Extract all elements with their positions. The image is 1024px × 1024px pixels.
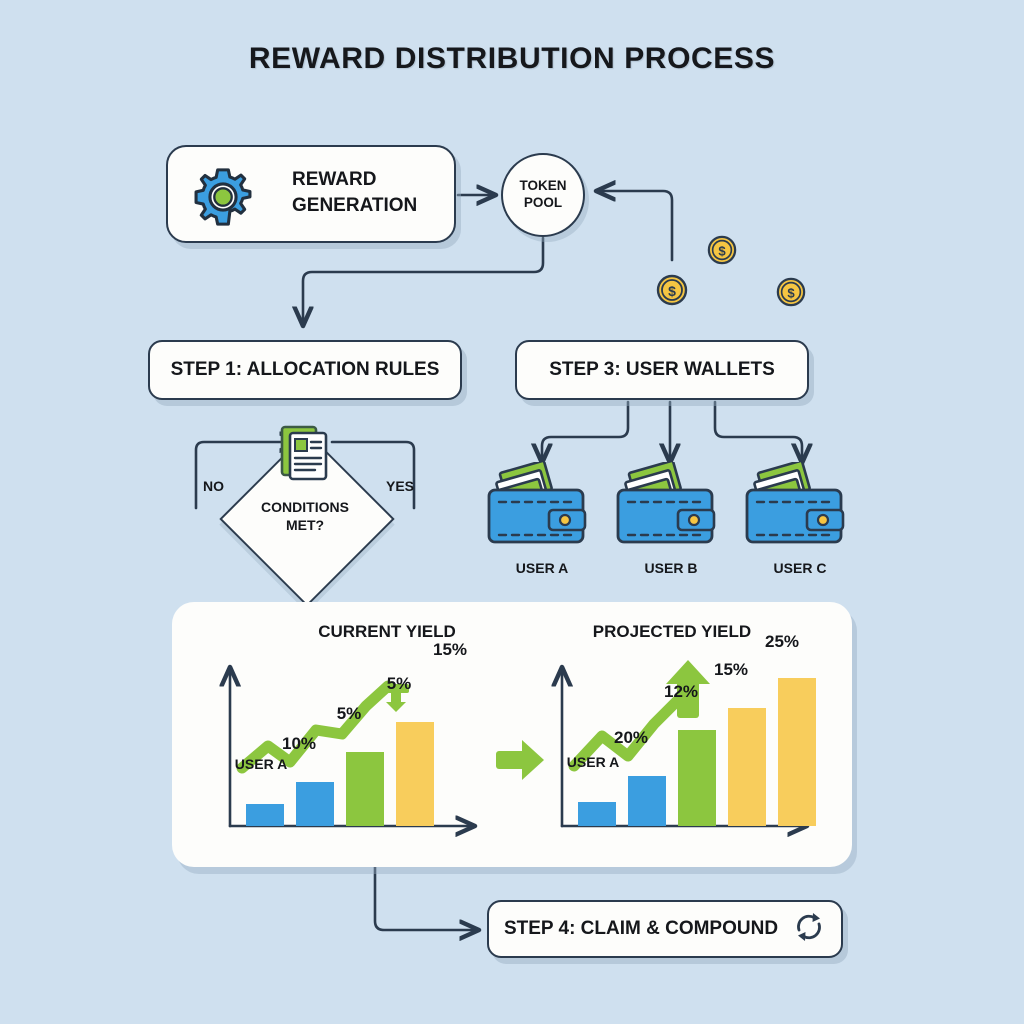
- page-title: REWARD DISTRIBUTION PROCESS: [248, 42, 776, 75]
- reward-generation-label-line2: GENERATION: [292, 194, 418, 216]
- document-icon: [279, 424, 331, 487]
- step3-user-wallets-node[interactable]: STEP 3: USER WALLETS: [515, 340, 809, 400]
- wallet-user-a-icon: [487, 459, 597, 559]
- bar-current-2: [296, 782, 334, 826]
- chart-left-axes-and-trend: [212, 650, 502, 840]
- step4-label: STEP 4: CLAIM & COMPOUND: [503, 918, 779, 939]
- bar-current-4: [396, 722, 434, 826]
- bar-label-projected-2: 20%: [613, 728, 649, 747]
- bar-label-projected-4: 15%: [713, 660, 749, 679]
- reward-generation-label-line1: REWARD: [292, 169, 377, 190]
- bar-label-current-3: 5%: [336, 704, 362, 723]
- step1-allocation-rules-node[interactable]: STEP 1: ALLOCATION RULES: [148, 340, 462, 400]
- reward-generation-node[interactable]: REWARD GENERATION: [166, 145, 456, 243]
- bar-projected-3: [678, 730, 716, 826]
- chart-projected-yield: USER A 20% 12% 15% 25%: [544, 632, 834, 840]
- reward-generation-label: REWARD GENERATION: [292, 167, 417, 218]
- bar-label-projected-1: USER A: [566, 754, 620, 770]
- bar-current-1: [246, 804, 284, 826]
- decision-label-line2: MET?: [285, 517, 325, 534]
- wallet-user-c-icon: [745, 459, 855, 559]
- bar-label-projected-3: 12%: [663, 682, 699, 701]
- wallet-caption-user-c: USER C: [773, 560, 827, 576]
- coin-3-icon: $: [776, 277, 806, 312]
- bar-label-current-4: 5%: [386, 674, 412, 693]
- refresh-cycle-icon: [792, 910, 826, 949]
- token-pool-label-line2: POOL: [523, 195, 563, 210]
- decision-conditions-met[interactable]: CONDITIONS MET?: [219, 431, 395, 607]
- coin-2-icon: $: [707, 235, 737, 270]
- chart-title-projected-yield: PROJECTED YIELD: [592, 622, 752, 641]
- branch-label-no: NO: [203, 478, 224, 494]
- wallet-caption-user-a: USER A: [515, 560, 569, 576]
- branch-label-yes: YES: [386, 478, 415, 494]
- chart-title-current-yield: CURRENT YIELD: [318, 622, 456, 641]
- bar-current-3: [346, 752, 384, 826]
- chart-current-yield: USER A 10% 5% 5% 15%: [212, 640, 502, 840]
- bar-label-current-2: 10%: [281, 734, 317, 753]
- step4-claim-compound-node[interactable]: STEP 4: CLAIM & COMPOUND: [487, 900, 843, 958]
- bar-projected-1: [578, 802, 616, 826]
- token-pool-label-line1: TOKEN: [519, 178, 567, 194]
- svg-text:$: $: [668, 283, 676, 299]
- yield-comparison-panel: CURRENT YIELD PROJECTED YIELD: [172, 602, 852, 867]
- chart-right-axes-and-trend: [544, 660, 834, 840]
- token-pool-node[interactable]: TOKEN POOL: [501, 153, 585, 237]
- wallet-caption-user-b: USER B: [644, 560, 698, 576]
- gear-icon: [192, 166, 254, 233]
- bar-projected-4: [728, 708, 766, 826]
- decision-label-line1: CONDITIONS: [261, 499, 349, 515]
- coin-1-icon: $: [656, 274, 688, 311]
- decision-label: CONDITIONS MET?: [228, 498, 382, 534]
- svg-text:$: $: [787, 286, 795, 301]
- wallet-user-b-icon: [616, 459, 726, 559]
- bar-label-current-1: USER A: [234, 756, 288, 772]
- bar-label-current-5: 15%: [432, 640, 468, 659]
- token-pool-label: TOKEN POOL: [519, 178, 566, 212]
- bar-projected-2: [628, 776, 666, 826]
- svg-text:$: $: [718, 244, 726, 259]
- bar-label-projected-5: 25%: [764, 632, 800, 651]
- bar-projected-5: [778, 678, 816, 826]
- step1-label: STEP 1: ALLOCATION RULES: [170, 359, 440, 380]
- step3-label: STEP 3: USER WALLETS: [549, 359, 775, 380]
- chart-transition-arrow-icon: [496, 740, 544, 780]
